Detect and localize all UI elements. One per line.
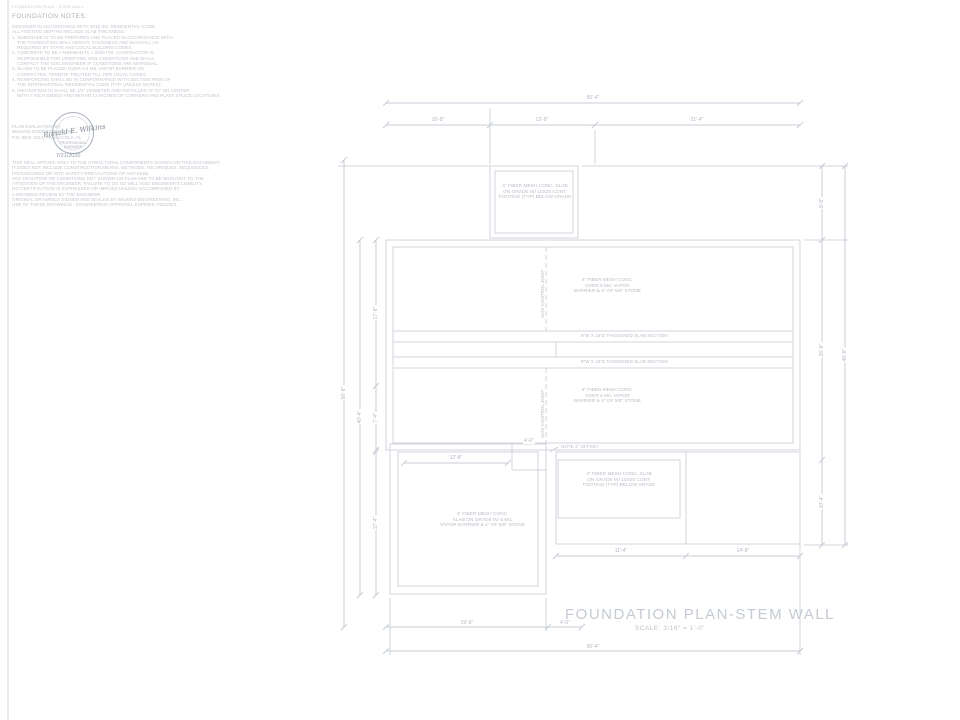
disclaimer-line: ATTENTION OF THE ENGINEER. FAILURE TO DO… <box>12 181 203 187</box>
note-line: THE INTERNATIONAL RESIDENTIAL CODE (TYP.… <box>12 82 162 88</box>
label-line: ON GRADE W/ 10X20 CONT. <box>587 477 651 483</box>
dim-right-seg-1: 9'-8" <box>819 197 825 209</box>
saw-joint-label-1: SAW CONTROL JOINT <box>540 269 545 318</box>
foundation-notes-heading: FOUNDATION NOTES: <box>12 13 88 20</box>
dim-right-overall: 46'-8" <box>842 347 848 363</box>
note-line: 2. CONCRETE TO BE A MINIMUM f'c = 2500 P… <box>12 50 154 56</box>
dim-left-seg-2: 17'-8" <box>373 305 379 321</box>
label-line: SLAB ON GRADE W/ 6 MIL <box>452 517 513 523</box>
disclaimer-line: THIS SEAL APPLIES ONLY TO THE STRUCTURAL… <box>12 160 221 165</box>
disclaimer-line: A DRAWING REVIEW BY THE ENGINEER. <box>12 191 102 197</box>
dim-top-seg-2: 13'-0" <box>534 117 550 123</box>
dim-left-seg-3: 7'-4" <box>373 412 379 424</box>
dim-right-seg-3: 10'-4" <box>819 494 825 510</box>
note-line: 1. SUBGRADE IS TO BE PREPARED AND PLACED… <box>12 34 173 40</box>
note-line: WITH 7 INCH EMBED AND WITHIN 12 INCHES O… <box>12 92 221 98</box>
note-line: 4. REINFORCING SHALL BE IN CONFORMANCE W… <box>12 76 171 82</box>
disclaimer-line: IT DOES NOT INCLUDE CONSTRUCTION MEANS, … <box>12 165 210 171</box>
note-line: ALL FOOTING DEPTHS INCLUDE SLAB THICKNES… <box>12 29 126 35</box>
dim-left-seg-1: 40'-4" <box>357 409 363 425</box>
label-line: FOOTING (TYP) BELOW GRADE <box>582 483 656 489</box>
engineer-seal: Ronald E. Wilkins PROFESSIONAL ENGINEER <box>43 112 106 154</box>
label-line: 4" FIBER MESH CONC. <box>456 512 509 517</box>
label-line: BARRIER & 4" OF 5/8" STONE <box>573 289 642 295</box>
dim-porch-seg-1: 11'-4" <box>613 548 629 554</box>
sheet-scale: SCALE: 3/16" = 1'-0" <box>634 625 706 632</box>
note-line: 5. ANCHOR BOLTS SHALL BE 1/2" DIAMETER A… <box>12 87 190 93</box>
dim-right-seg-2: 26'-8" <box>819 342 825 358</box>
dim-bottom-overall: 50'-4" <box>585 644 601 650</box>
dim-left-seg-4: 17'-4" <box>373 515 379 531</box>
label-line: FOOTING (TYP) BELOW GRADE <box>498 195 572 201</box>
label-line: 4" FIBER MESH CONC. SLAB <box>502 184 568 189</box>
dim-top-seg-1: 15'-8" <box>430 117 446 123</box>
label-line: OVER 6 MIL VAPOR <box>585 283 630 289</box>
note-line: REQUIRED BY STATE AND LOCAL BUILDING COD… <box>12 45 133 51</box>
dim-left-overall: 56'-8" <box>341 385 347 401</box>
label-line: 4" FIBER MESH CONC. <box>581 388 634 393</box>
label-line: BARRIER & 4" OF 5/8" STONE <box>573 399 642 405</box>
disclaimer-line: PROCEDURES OR SITE SAFETY PRECAUTIONS OF… <box>12 170 150 176</box>
seal-date: 7/21/2020 <box>56 153 81 159</box>
label-line: 4" FIBER MESH CONC. <box>581 278 634 283</box>
note-line: COMPACTED, TERMITE TREATED FILL PER LOCA… <box>12 71 148 77</box>
dim-bottom-seg-2: 4'-0" <box>559 620 571 626</box>
note-line: 3. SLABS TO BE PLACED OVER A 6 MIL VAPOR… <box>12 66 145 72</box>
disclaimer-line: ANY DEVIATION OR CONDITIONS NOT SHOWN ON… <box>12 175 204 181</box>
note-line: DESIGNED IN ACCORDANCE WITH 2018 IRC RES… <box>12 24 157 29</box>
sheet-title: FOUNDATION PLAN-STEM WALL <box>565 606 836 623</box>
label-line: ON GRADE W/ 10X20 CONT. <box>503 189 567 195</box>
dim-top-seg-3: 21'-4" <box>689 117 705 123</box>
foundation-notes-list: DESIGNED IN ACCORDANCE WITH 2018 IRC RES… <box>12 24 221 98</box>
offset-note: NOTE 4" OFFSET <box>561 444 599 449</box>
saw-joint-label-2: SAW CONTROL JOINT <box>540 389 545 438</box>
seal-role-text: PROFESSIONAL ENGINEER <box>59 141 87 149</box>
plot-stamp: FOUNDATION PLAN - STEM WALL <box>12 4 85 9</box>
note-line: RESPONSIBLE FOR VERIFYING SOIL CONDITION… <box>12 55 155 61</box>
label-line: VAPOR BARRIER & 4" OF 5/8" STONE <box>440 523 525 529</box>
dim-bottom-seg-1: 19'-8" <box>459 620 475 626</box>
note-line: THE FOUNDATION WALL HEIGHT, THICKNESS AN… <box>12 39 159 45</box>
thickened-slab-label-1: 8"W X 16"D THICKENED SLAB SECTION <box>580 333 669 338</box>
disclaimer-line: USE OF THESE DRAWINGS - ENGINEERING APPR… <box>12 202 178 208</box>
dim-notch-width: 4'-0" <box>523 438 535 444</box>
label-line: 4" FIBER MESH CONC. SLAB <box>586 472 652 477</box>
dim-garage-width: 12'-8" <box>448 455 464 461</box>
disclaimer-block: THIS SEAL APPLIES ONLY TO THE STRUCTURAL… <box>12 160 220 208</box>
disclaimer-line: ORIGINAL DRAWINGS SIGNED AND SEALED BY W… <box>12 197 182 203</box>
seal-inner-ring <box>56 116 90 150</box>
dim-porch-seg-2: 14'-8" <box>735 548 751 554</box>
note-line: CONTACT THE SOIL ENGINEER IF CONDITIONS … <box>12 61 159 67</box>
thickened-slab-label-2: 8"W X 16"D THICKENED SLAB SECTION <box>580 359 669 364</box>
garage-slab-label: 4" FIBER MESH CONC.SLAB ON GRADE W/ 6 MI… <box>430 512 535 529</box>
disclaimer-line: NO CERTIFICATION IS EXPRESSED OR IMPLIED… <box>12 186 180 192</box>
dim-top-overall: 50'-4" <box>585 95 601 101</box>
label-line: OVER 6 MIL VAPOR <box>585 393 630 399</box>
